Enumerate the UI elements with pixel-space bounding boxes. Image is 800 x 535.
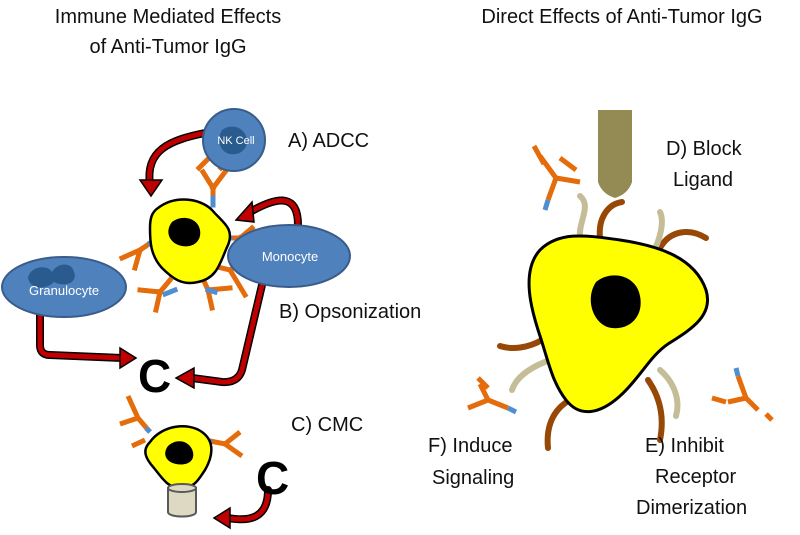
right-title: Direct Effects of Anti-Tumor IgG (481, 6, 762, 28)
monocyte-label: Monocyte (262, 249, 318, 264)
complement-c-1: C (138, 350, 171, 402)
membrane-pore (167, 487, 197, 518)
label-adcc: A) ADCC (288, 130, 369, 152)
right-antibodies (467, 144, 774, 422)
nk-cell: NK Cell (202, 108, 266, 172)
nk-cell-label: NK Cell (217, 135, 254, 147)
tumor-nucleus-large (590, 275, 641, 329)
granulocyte-nucleus (28, 264, 75, 288)
label-block-line2: Ligand (673, 169, 733, 191)
receptors (497, 193, 709, 451)
granulocyte: Granulocyte (1, 256, 127, 318)
complement-c-2: C (256, 452, 289, 504)
label-cmc: C) CMC (291, 414, 363, 436)
label-induce-line2: Signaling (432, 467, 514, 489)
tumor-cell-lower (144, 425, 213, 518)
nk-nucleus (219, 126, 247, 155)
left-title-line1: Immune Mediated Effects (55, 6, 281, 28)
label-inhibit-line2: Receptor (655, 466, 736, 488)
monocyte: Monocyte (227, 224, 351, 288)
effector-arrows (36, 129, 302, 530)
label-inhibit-line3: Dimerization (636, 497, 747, 519)
label-inhibit-line1: E) Inhibit (645, 435, 724, 457)
label-induce-line1: F) Induce (428, 435, 512, 457)
tumor-nucleus-lower (165, 441, 194, 465)
tumor-cell-large (527, 234, 709, 414)
left-title-line2: of Anti-Tumor IgG (89, 36, 246, 58)
ligand (598, 110, 632, 198)
granulocyte-label: Granulocyte (29, 283, 99, 298)
label-block-line1: D) Block (666, 138, 743, 160)
label-opsonization: B) Opsonization (279, 301, 421, 323)
tumor-nucleus-upper (168, 217, 201, 247)
tumor-cell-upper (148, 198, 232, 285)
